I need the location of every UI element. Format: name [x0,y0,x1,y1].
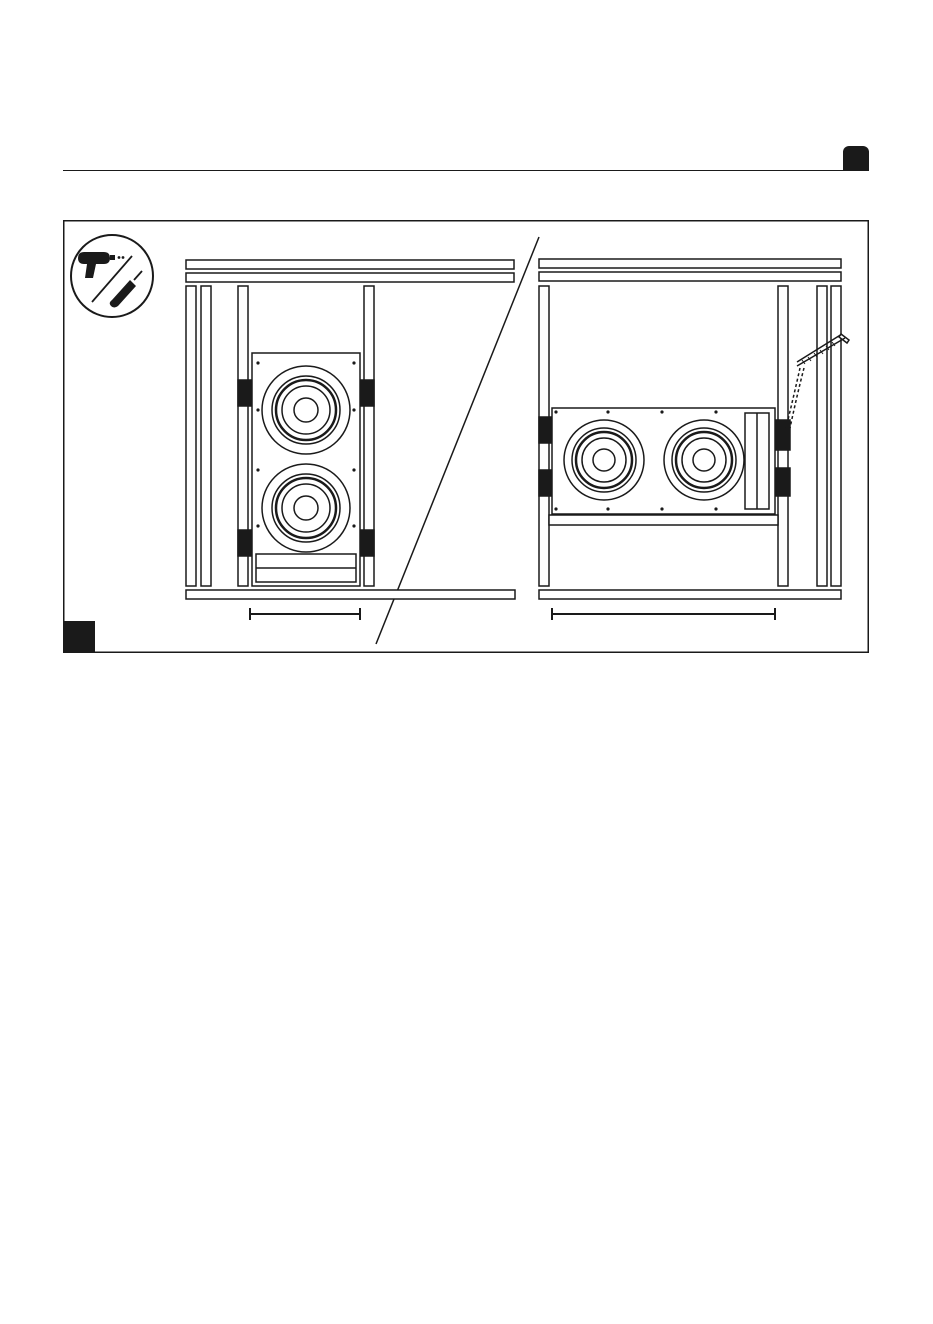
left-top-rail [186,260,514,269]
left-stud-outer-b [201,286,211,586]
left-bracket [238,380,252,406]
right-bottom-rail [539,590,841,599]
left-bracket [360,380,374,406]
right-bracket [776,468,790,496]
right-cross-brace [549,515,778,525]
right-bracket [539,417,551,443]
step-badge [64,621,95,652]
left-woofer-bottom [262,464,350,552]
left-bottom-rail [186,590,515,599]
left-bracket [360,530,374,556]
left-top-rail-inner [186,273,514,282]
right-bracket [776,420,790,450]
header-rule [63,170,869,171]
right-stud-outer-a [817,286,827,586]
left-woofer-top [262,366,350,454]
left-bracket [238,530,252,556]
right-stud-outer-b [831,286,841,586]
right-woofer-left [564,420,644,500]
right-top-rail-inner [539,272,841,281]
illustration-panel [63,220,869,653]
left-stud-outer-a [186,286,196,586]
tools-icon-group [71,235,153,317]
page-badge [843,146,869,170]
right-bracket [539,470,551,496]
right-top-rail [539,259,841,268]
right-woofer-right [664,420,744,500]
